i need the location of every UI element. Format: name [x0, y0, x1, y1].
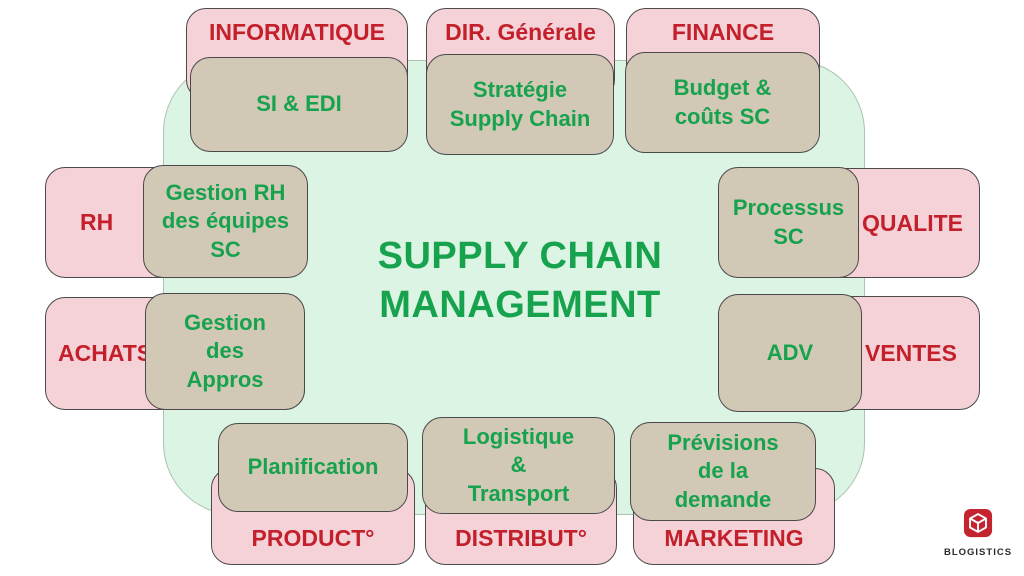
func-budget-couts-sc: Budget & coûts SC: [625, 52, 820, 153]
blogistics-cube-icon: [963, 508, 993, 543]
func-adv: ADV: [718, 294, 862, 412]
func-si-edi: SI & EDI: [190, 57, 408, 152]
func-processus-sc: Processus SC: [718, 167, 859, 278]
diagram-title: SUPPLY CHAIN MANAGEMENT: [377, 234, 663, 326]
func-planification: Planification: [218, 423, 408, 512]
blogistics-logo: BLOGISTICS: [938, 508, 1018, 558]
func-logistique-transport: Logistique & Transport: [422, 417, 615, 514]
func-strategie-supply-chain: Stratégie Supply Chain: [426, 54, 614, 155]
logo-brand-text: BLOGISTICS: [943, 547, 1013, 558]
func-previsions-demande: Prévisions de la demande: [630, 422, 816, 521]
func-gestion-rh-equipes-sc: Gestion RH des équipes SC: [143, 165, 308, 278]
func-gestion-des-appros: Gestion des Appros: [145, 293, 305, 410]
